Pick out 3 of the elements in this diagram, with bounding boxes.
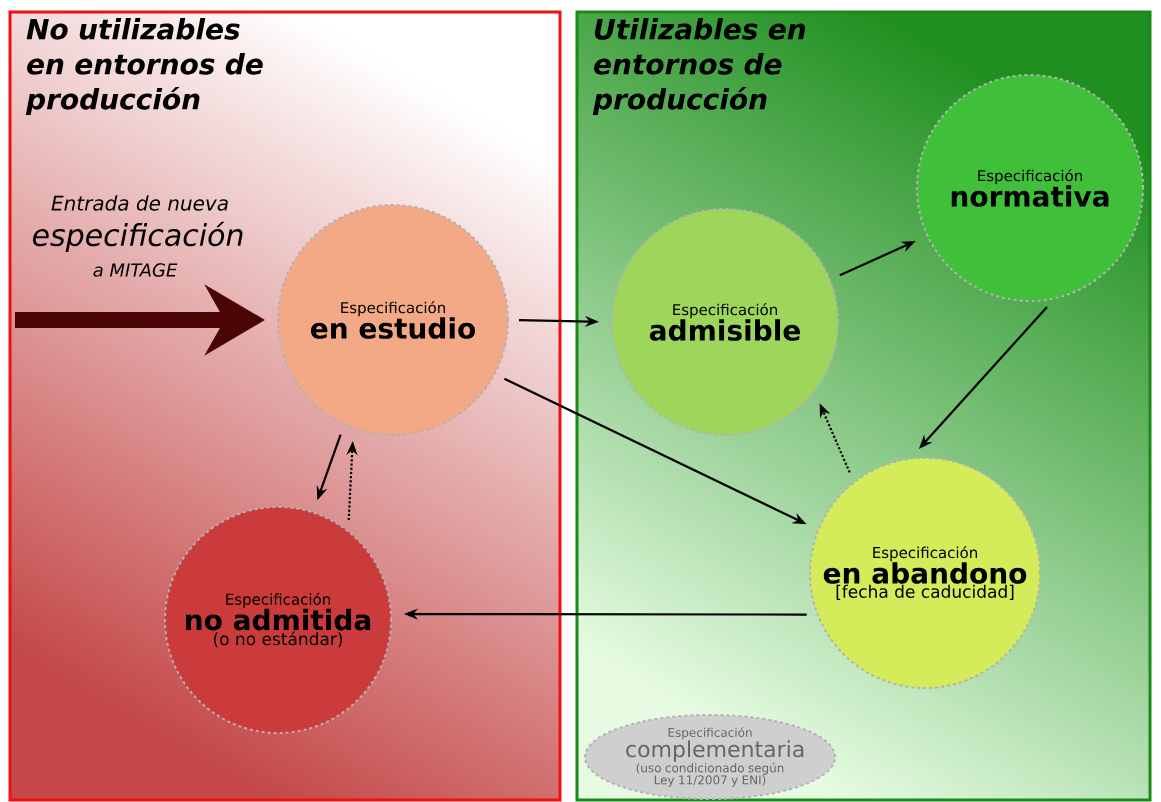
entry-label: Entrada de nueva bbox=[51, 195, 228, 211]
entry-label: a MITAGE bbox=[93, 263, 178, 277]
entry-label: especificación bbox=[32, 221, 243, 253]
